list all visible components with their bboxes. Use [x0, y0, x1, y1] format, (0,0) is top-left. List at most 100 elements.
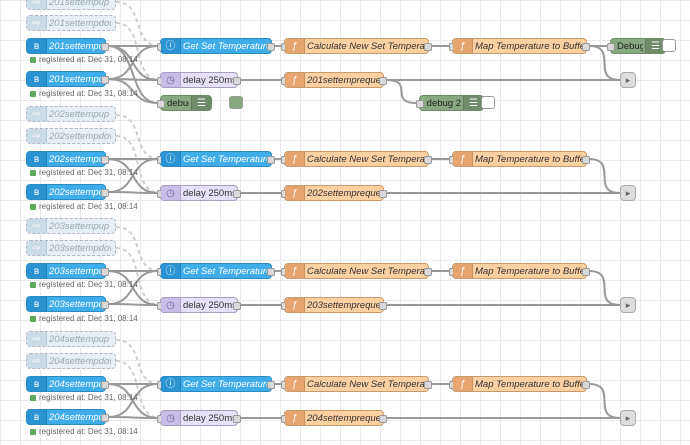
output-port[interactable] [379, 190, 387, 198]
output-port[interactable] [424, 381, 432, 389]
node-label: Map Temperature to Buffer [475, 154, 582, 165]
wire[interactable] [115, 247, 161, 306]
node-settempdown[interactable]: ʙ 203settempdown [26, 296, 109, 312]
input-port[interactable] [157, 100, 165, 108]
node-debug-2[interactable]: debug 2 ☰ [416, 95, 484, 111]
node-settempdown[interactable]: ʙ 201settempdown [26, 71, 109, 87]
wire[interactable] [107, 416, 159, 419]
wire[interactable] [385, 79, 418, 104]
node-delay[interactable]: ◷ delay 250ms [157, 410, 241, 426]
ghost-mqtt-in-up[interactable]: ⇨ 203settempup [26, 218, 116, 234]
output-port[interactable] [233, 415, 241, 423]
arrow-icon: ⇨ [27, 332, 47, 346]
node-settempup[interactable]: ʙ 204settempup [26, 376, 109, 392]
output-port[interactable] [101, 156, 109, 164]
output-port[interactable] [267, 43, 275, 51]
wire[interactable] [115, 339, 161, 385]
wire[interactable] [115, 360, 161, 419]
output-port[interactable] [101, 381, 109, 389]
debug-toggle[interactable] [662, 39, 676, 52]
node-debug-3[interactable]: debug 3 ☰ [157, 95, 212, 111]
output-port[interactable] [101, 301, 109, 309]
wire[interactable] [115, 22, 161, 81]
wire[interactable] [588, 158, 621, 194]
node-map-temperature-to-buffer[interactable]: ƒ Map Temperature to Buffer [449, 151, 590, 167]
node-settemprequest[interactable]: ƒ 202settemprequest [281, 185, 387, 201]
node-settempup[interactable]: ʙ 202settempup [26, 151, 109, 167]
node-settemprequest[interactable]: ƒ 201settemprequest [281, 72, 387, 88]
output-port[interactable] [424, 268, 432, 276]
node-get-set-temperature[interactable]: ⓘ Get Set Temperature [157, 38, 275, 54]
mqtt-out-node[interactable]: ▸ [620, 297, 636, 313]
wire[interactable] [588, 270, 621, 306]
node-calculate-new-set-temperature[interactable]: ƒ Calculate New Set Temperature [281, 263, 432, 279]
output-port[interactable] [424, 43, 432, 51]
ghost-mqtt-in-up[interactable]: ⇨ 204settempup [26, 331, 116, 347]
node-settempup[interactable]: ʙ 203settempup [26, 263, 109, 279]
output-port[interactable] [101, 76, 109, 84]
output-port[interactable] [233, 302, 241, 310]
node-settempup[interactable]: ʙ 201settempup [26, 38, 109, 54]
output-port[interactable] [233, 77, 241, 85]
output-port[interactable] [101, 414, 109, 422]
node-debug-main[interactable]: Debug ☰ [607, 38, 666, 54]
mqtt-out-node[interactable]: ▸ [620, 410, 636, 426]
ghost-mqtt-in-up[interactable]: ⇨ 202settempup [26, 106, 116, 122]
ghost-mqtt-in-down[interactable]: ⇨ 203settempdown [26, 240, 116, 256]
output-port[interactable] [379, 302, 387, 310]
output-port[interactable] [582, 43, 590, 51]
node-settemprequest[interactable]: ƒ 203settemprequest [281, 297, 387, 313]
node-settempdown[interactable]: ʙ 204settempdown [26, 409, 109, 425]
output-port[interactable] [379, 415, 387, 423]
output-port[interactable] [233, 190, 241, 198]
node-calculate-new-set-temperature[interactable]: ƒ Calculate New Set Temperature [281, 376, 432, 392]
node-get-set-temperature[interactable]: ⓘ Get Set Temperature [157, 263, 275, 279]
output-port[interactable] [101, 43, 109, 51]
node-delay[interactable]: ◷ delay 250ms [157, 297, 241, 313]
mqtt-out-node[interactable]: ▸ [620, 72, 636, 88]
output-port[interactable] [424, 156, 432, 164]
node-settempdown[interactable]: ʙ 202settempdown [26, 184, 109, 200]
node-label: Get Set Temperature [183, 379, 267, 390]
node-label: 203settempdown [49, 299, 101, 310]
arrow-icon: ⇨ [27, 219, 47, 233]
ghost-mqtt-in-up[interactable]: ⇨ 201settempup [26, 0, 116, 10]
wire[interactable] [115, 114, 161, 160]
output-port[interactable] [582, 268, 590, 276]
node-map-temperature-to-buffer[interactable]: ƒ Map Temperature to Buffer [449, 376, 590, 392]
wire[interactable] [115, 226, 161, 272]
node-map-temperature-to-buffer[interactable]: ƒ Map Temperature to Buffer [449, 38, 590, 54]
output-port[interactable] [582, 381, 590, 389]
wire[interactable] [588, 383, 621, 419]
mqtt-out-node[interactable]: ▸ [620, 185, 636, 201]
node-calculate-new-set-temperature[interactable]: ƒ Calculate New Set Temperature [281, 151, 432, 167]
node-delay[interactable]: ◷ delay 250ms [157, 72, 241, 88]
ghost-mqtt-in-down[interactable]: ⇨ 201settempdown [26, 15, 116, 31]
output-port[interactable] [379, 77, 387, 85]
debug-toggle[interactable] [229, 96, 243, 109]
wire[interactable] [107, 191, 159, 194]
node-settemprequest[interactable]: ƒ 204settemprequest [281, 410, 387, 426]
output-port[interactable] [101, 189, 109, 197]
wire[interactable] [115, 1, 161, 47]
status-up: registered at: Dec 31, 08:14 [30, 280, 138, 289]
input-port[interactable] [416, 100, 424, 108]
wire[interactable] [115, 135, 161, 194]
output-port[interactable] [582, 156, 590, 164]
node-get-set-temperature[interactable]: ⓘ Get Set Temperature [157, 151, 275, 167]
node-map-temperature-to-buffer[interactable]: ƒ Map Temperature to Buffer [449, 263, 590, 279]
ghost-mqtt-in-down[interactable]: ⇨ 204settempdown [26, 353, 116, 369]
output-port[interactable] [267, 268, 275, 276]
output-port[interactable] [267, 156, 275, 164]
wire[interactable] [107, 303, 159, 306]
input-port[interactable] [607, 43, 615, 51]
wire[interactable] [107, 78, 159, 81]
node-delay[interactable]: ◷ delay 250ms [157, 185, 241, 201]
node-calculate-new-set-temperature[interactable]: ƒ Calculate New Set Temperature [281, 38, 432, 54]
output-port[interactable] [101, 268, 109, 276]
debug-toggle[interactable] [481, 96, 495, 109]
node-get-set-temperature[interactable]: ⓘ Get Set Temperature [157, 376, 275, 392]
ghost-mqtt-in-down[interactable]: ⇨ 202settempdown [26, 128, 116, 144]
output-port[interactable] [267, 381, 275, 389]
